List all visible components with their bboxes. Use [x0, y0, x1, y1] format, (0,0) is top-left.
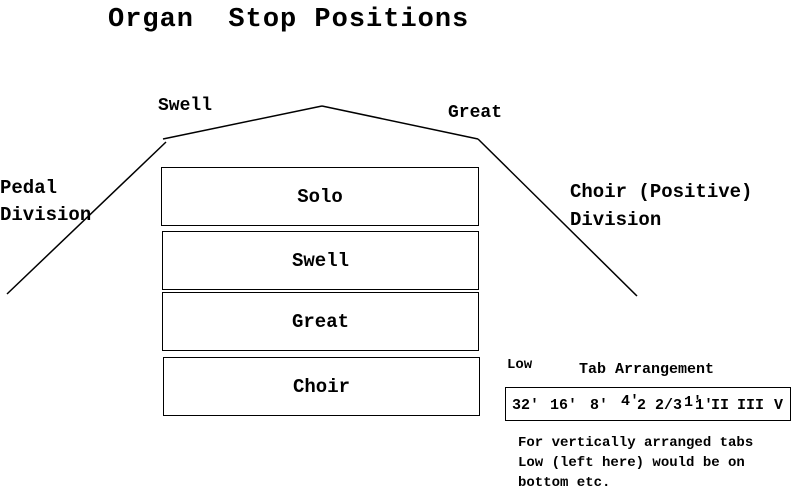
manual-solo: Solo — [161, 167, 479, 226]
tab-2-2-3: 2/3 — [655, 397, 683, 414]
choir-division-label-line1: Choir (Positive) — [570, 181, 753, 203]
tab-arrangement-note: For vertically arranged tabs Low (left h… — [518, 433, 753, 493]
note-line-2: Low (left here) would be on — [518, 455, 745, 471]
tab-II: II — [711, 397, 730, 414]
roof-label-swell: Swell — [158, 96, 213, 116]
note-line-1: For vertically arranged tabs — [518, 435, 754, 451]
roof-label-great: Great — [448, 103, 503, 123]
roof-right-line — [321, 105, 479, 140]
right-wall-line — [477, 138, 638, 297]
manual-great: Great — [162, 292, 479, 351]
tab-low-label: Low — [507, 357, 533, 373]
tab-arrangement-title: Tab Arrangement — [579, 361, 715, 378]
left-wall-line — [6, 141, 167, 295]
pedal-division-label-line2: Division — [0, 204, 92, 226]
tab-1: 1' — [695, 397, 714, 414]
tab-4: 4' — [621, 393, 640, 410]
note-line-3: bottom etc. — [518, 475, 611, 491]
pedal-division-label-line1: Pedal — [0, 177, 58, 199]
roof-left-line — [162, 105, 323, 140]
tab-arrangement-box: 32' 16' 8' 4' 2 2/3 1' 1' II III V — [505, 387, 791, 421]
page-title: Organ Stop Positions — [108, 5, 470, 35]
tab-III: III — [737, 397, 765, 414]
tab-V: V — [774, 397, 784, 414]
tab-2: 2 — [637, 397, 647, 414]
manual-choir: Choir — [163, 357, 480, 416]
tab-16: 16' — [550, 397, 578, 414]
tab-32: 32' — [512, 397, 540, 414]
choir-division-label-line2: Division — [570, 209, 662, 231]
tab-1-3-5: 1' — [684, 394, 703, 411]
tab-8: 8' — [590, 397, 609, 414]
manual-swell: Swell — [162, 231, 479, 290]
